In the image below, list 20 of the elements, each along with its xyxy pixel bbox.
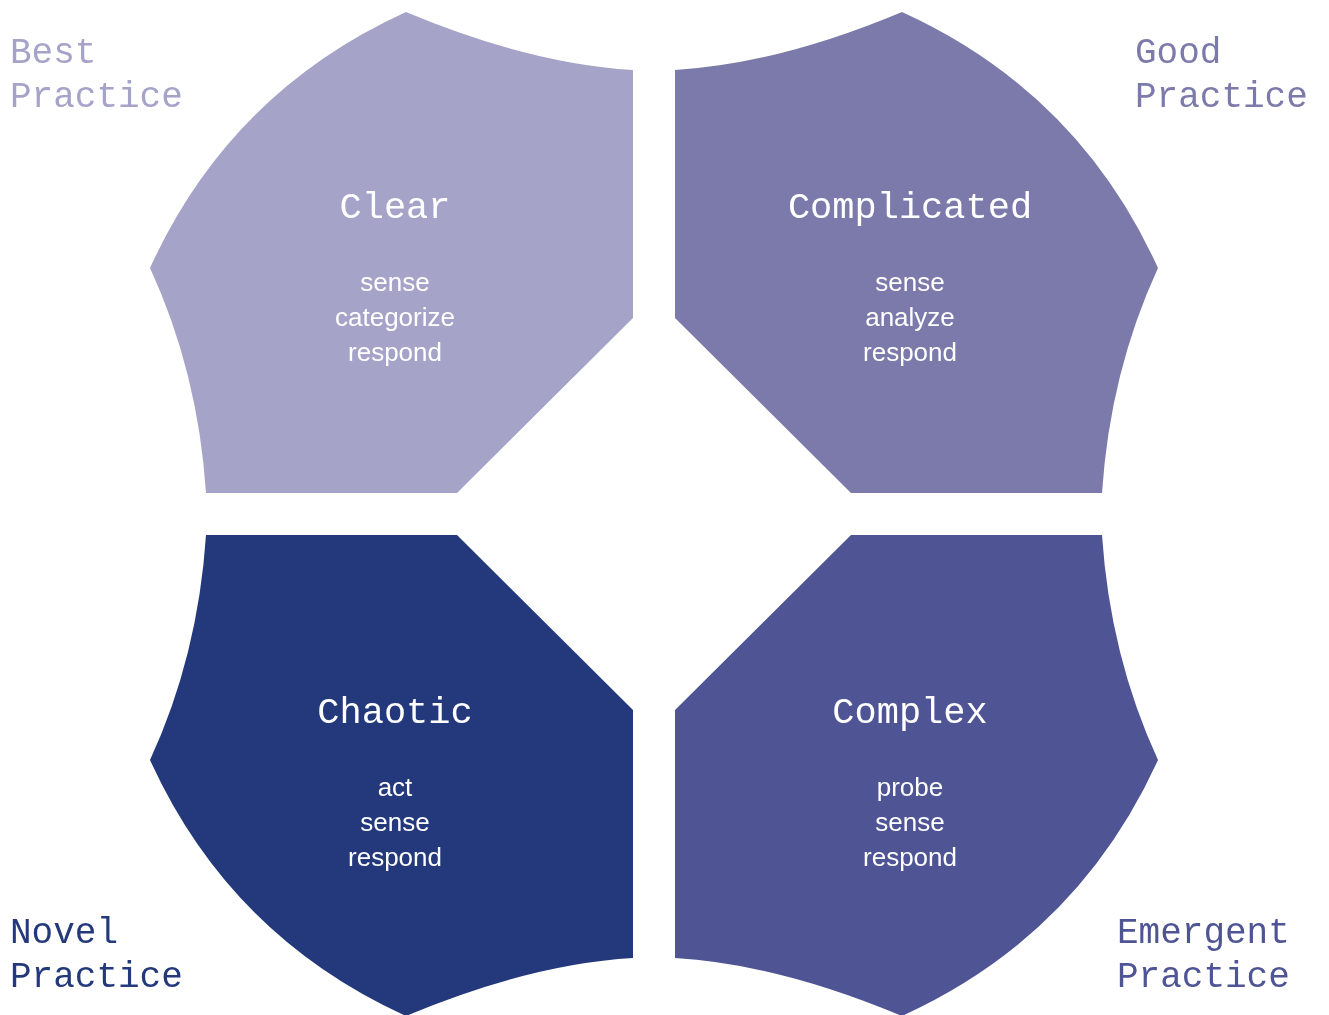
practice-label: Novel Practice: [10, 912, 184, 1000]
action-step: sense: [875, 805, 945, 840]
action-step: sense: [875, 265, 945, 300]
action-step: sense: [360, 265, 430, 300]
action-step: respond: [348, 335, 442, 370]
practice-label: Best Practice: [10, 32, 184, 120]
domain-title: Complicated: [787, 190, 1033, 227]
action-step: categorize: [335, 300, 455, 335]
action-step: respond: [348, 840, 442, 875]
practice-label: Good Practice: [1135, 32, 1309, 120]
action-step: sense: [360, 805, 430, 840]
domain-title: Chaotic: [317, 695, 473, 732]
action-step: analyze: [865, 300, 955, 335]
action-step: respond: [863, 840, 957, 875]
domain-title: Complex: [832, 695, 988, 732]
domain-title: Clear: [339, 190, 451, 227]
action-step: respond: [863, 335, 957, 370]
action-step: act: [377, 770, 413, 805]
practice-label: Emergent Practice: [1117, 912, 1291, 1000]
action-step: probe: [876, 770, 944, 805]
